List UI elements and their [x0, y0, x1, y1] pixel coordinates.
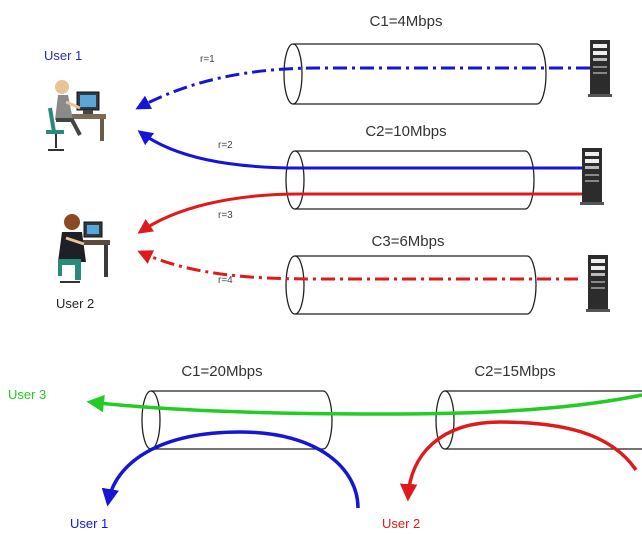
- server-icon: [588, 40, 612, 97]
- link-label-c1: C1=4Mbps: [370, 13, 443, 30]
- user1-label-bottom: User 1: [70, 516, 108, 531]
- link-pipe-c1: [283, 43, 547, 105]
- flow-r1-arrow: [135, 66, 590, 110]
- link-label-bottom-c2: C2=15Mbps: [474, 363, 555, 380]
- flow-label-r3: r=3: [218, 210, 233, 221]
- flow-user3-arrow: [86, 393, 642, 416]
- flow-user1-arrow: [101, 430, 360, 509]
- flow-r3-arrow: [137, 192, 582, 234]
- user3-label-bottom: User 3: [8, 387, 46, 402]
- flow-label-r2: r=2: [218, 140, 233, 151]
- flow-label-r4: r=4: [218, 275, 233, 286]
- link-label-bottom-c1: C1=20Mbps: [181, 363, 262, 380]
- link-label-c2: C2=10Mbps: [365, 123, 446, 140]
- server-icon: [586, 255, 610, 312]
- flow-label-r1: r=1: [200, 54, 215, 65]
- user2-label-bottom: User 2: [382, 516, 420, 531]
- link-pipe-bottom-c2: [435, 390, 642, 450]
- user2-workstation-icon: [58, 214, 110, 283]
- flow-user2-arrow: [399, 420, 638, 502]
- user1-label-top: User 1: [44, 48, 82, 63]
- user2-label-top: User 2: [56, 296, 94, 311]
- flow-r2-arrow: [137, 130, 582, 170]
- link-pipe-c2: [285, 150, 535, 210]
- link-label-c3: C3=6Mbps: [372, 233, 445, 250]
- user1-workstation-icon: [46, 80, 106, 151]
- flow-r4-arrow: [137, 250, 578, 281]
- server-icon: [580, 148, 604, 205]
- link-pipe-c3: [285, 255, 537, 315]
